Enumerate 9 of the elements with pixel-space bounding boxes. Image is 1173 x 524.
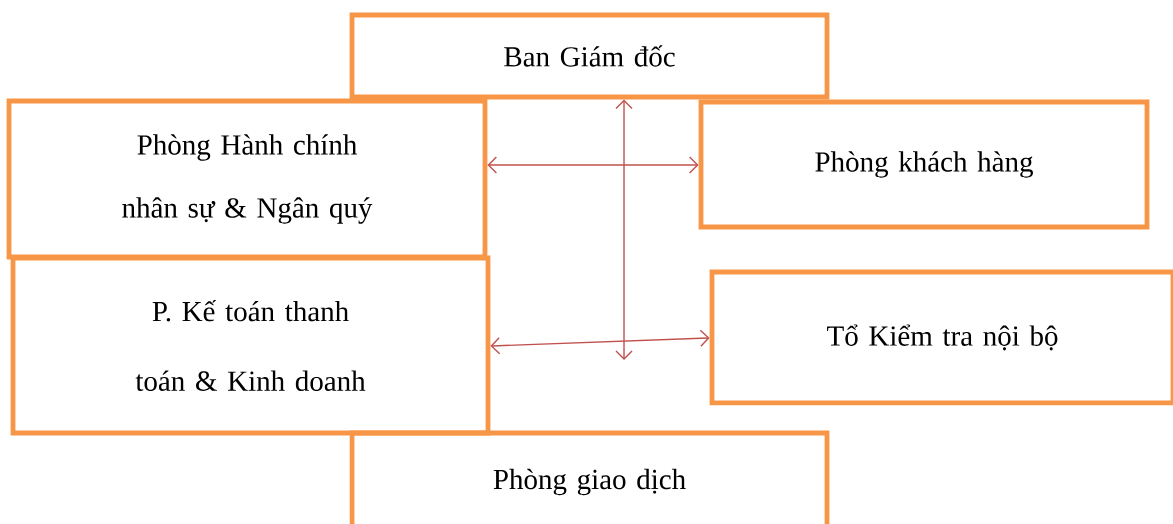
org-box: Tổ Kiểm tra nội bộ xyxy=(709,269,1173,406)
double-arrow xyxy=(615,99,633,360)
org-box: P. Kế toán thanh toán & Kinh doanh xyxy=(10,255,491,436)
org-box: Phòng Hành chính nhân sự & Ngân quý xyxy=(6,98,488,260)
org-box: Phòng giao dịch xyxy=(349,430,830,524)
double-arrow xyxy=(487,156,699,174)
double-arrow xyxy=(490,329,710,355)
org-box: Ban Giám đốc xyxy=(349,12,830,100)
org-box: Phòng khách hàng xyxy=(698,99,1150,230)
